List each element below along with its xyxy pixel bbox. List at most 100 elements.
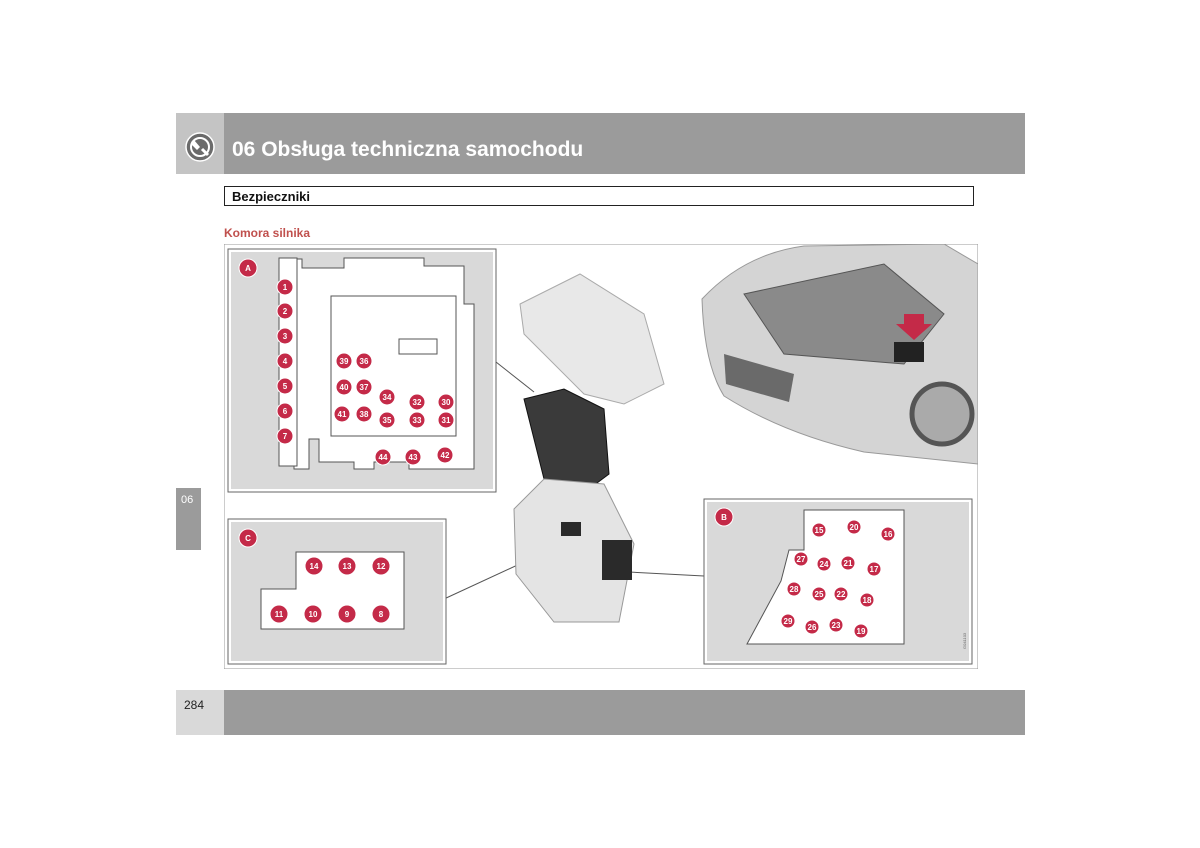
fuse-38-label: 38 xyxy=(360,410,369,419)
fuse-40-label: 40 xyxy=(340,383,349,392)
fuse-31-marker: 31 xyxy=(437,411,455,429)
fuse-9-label: 9 xyxy=(345,610,350,619)
fuse-17-label: 17 xyxy=(870,565,879,574)
fuse-9-marker: 9 xyxy=(337,604,357,624)
fuse-7-marker: 7 xyxy=(276,427,294,445)
car-grille xyxy=(724,354,794,402)
fuse-block-c-illustration xyxy=(561,522,581,536)
fuse-11-marker: 11 xyxy=(269,604,289,624)
fuse-21-circle xyxy=(840,555,856,571)
fuse-27-marker: 27 xyxy=(793,551,809,567)
fuse-28-marker: 28 xyxy=(786,581,802,597)
fuse-18-circle xyxy=(859,592,875,608)
fuse-39-marker: 39 xyxy=(335,352,353,370)
section-title: Bezpieczniki xyxy=(232,189,311,204)
fuse-13-marker: 13 xyxy=(337,556,357,576)
panel-b-label: B xyxy=(721,513,727,522)
callout-line-c xyxy=(443,561,525,600)
fuse-34-label: 34 xyxy=(383,393,392,402)
fuse-27-label: 27 xyxy=(797,555,806,564)
fuse-30-circle xyxy=(437,393,455,411)
chapter-side-tab-label: 06 xyxy=(181,494,194,506)
fuse-8-label: 8 xyxy=(379,610,384,619)
fuse-15-circle xyxy=(811,522,827,538)
fuse-30-label: 30 xyxy=(442,398,451,407)
footer-page-box xyxy=(176,690,224,735)
car-wheel xyxy=(909,381,975,447)
chapter-title: 06 Obsługa techniczna samochodu xyxy=(232,138,584,161)
fuse-44-circle xyxy=(374,448,392,466)
fuse-block-inner xyxy=(330,295,457,437)
fuse-23-circle xyxy=(828,617,844,633)
panel-c-label: C xyxy=(245,534,251,543)
fuse-28-circle xyxy=(786,581,802,597)
fuse-38-marker: 38 xyxy=(355,405,373,423)
fuse-12-circle xyxy=(371,556,391,576)
fuse-29-label: 29 xyxy=(784,617,793,626)
fuse-18-label: 18 xyxy=(863,596,872,605)
fuse-20-circle xyxy=(846,519,862,535)
fuse-34-circle xyxy=(378,388,396,406)
fuse-29-circle xyxy=(780,613,796,629)
fuse-25-label: 25 xyxy=(815,590,824,599)
fuse-38-circle xyxy=(355,405,373,423)
fuse-13-circle xyxy=(337,556,357,576)
header-bar xyxy=(176,113,1025,174)
fuse-36-circle xyxy=(355,352,373,370)
chapter-side-tab xyxy=(176,488,201,550)
fuse-1-circle xyxy=(276,278,294,296)
fuse-42-circle xyxy=(436,446,454,464)
fuse-31-circle xyxy=(437,411,455,429)
fuse-33-circle xyxy=(408,411,426,429)
fuse-19-marker: 19 xyxy=(853,623,869,639)
fuse-box-base xyxy=(513,478,635,623)
fuse-16-label: 16 xyxy=(884,530,893,539)
fuse-1-marker: 1 xyxy=(276,278,294,296)
fuse-43-label: 43 xyxy=(409,453,418,462)
fuse-27-circle xyxy=(793,551,809,567)
fuse-32-label: 32 xyxy=(413,398,422,407)
fuse-31-label: 31 xyxy=(442,416,451,425)
relay-box-illustration xyxy=(513,273,665,623)
fuse-22-marker: 22 xyxy=(833,586,849,602)
page-number: 284 xyxy=(184,698,205,712)
fuse-8-circle xyxy=(371,604,391,624)
fuse-block-detail xyxy=(398,338,438,355)
fuse-9-circle xyxy=(337,604,357,624)
fuse-5-circle xyxy=(276,377,294,395)
fuse-box-cover xyxy=(519,273,665,405)
fuse-25-circle xyxy=(811,586,827,602)
panel-b-badge xyxy=(714,507,734,527)
fuse-7-label: 7 xyxy=(283,432,288,441)
fuse-4-marker: 4 xyxy=(276,352,294,370)
fuse-6-marker: 6 xyxy=(276,402,294,420)
wrench-gear-icon xyxy=(185,132,215,162)
fuse-41-circle xyxy=(333,405,351,423)
fuse-42-marker: 42 xyxy=(436,446,454,464)
fuse-37-marker: 37 xyxy=(355,378,373,396)
fuse-24-marker: 24 xyxy=(816,556,832,572)
fuse-35-label: 35 xyxy=(383,416,392,425)
fuse-32-marker: 32 xyxy=(408,393,426,411)
fuse-42-label: 42 xyxy=(441,451,450,460)
fuse-box-c-outline xyxy=(260,551,405,630)
fuse-4-circle xyxy=(276,352,294,370)
fuse-34-marker: 34 xyxy=(378,388,396,406)
fuse-33-marker: 33 xyxy=(408,411,426,429)
arrow-down-icon xyxy=(896,314,932,340)
fuse-26-marker: 26 xyxy=(804,619,820,635)
fuse-39-circle xyxy=(335,352,353,370)
fuse-36-label: 36 xyxy=(360,357,369,366)
fuse-33-label: 33 xyxy=(413,416,422,425)
fuse-2-label: 2 xyxy=(283,307,288,316)
fuse-13-label: 13 xyxy=(343,562,352,571)
fuse-37-circle xyxy=(355,378,373,396)
fuse-44-label: 44 xyxy=(379,453,388,462)
fuse-10-circle xyxy=(303,604,323,624)
fuse-11-label: 11 xyxy=(275,610,284,619)
fuse-16-marker: 16 xyxy=(880,526,896,542)
fuse-30-marker: 30 xyxy=(437,393,455,411)
